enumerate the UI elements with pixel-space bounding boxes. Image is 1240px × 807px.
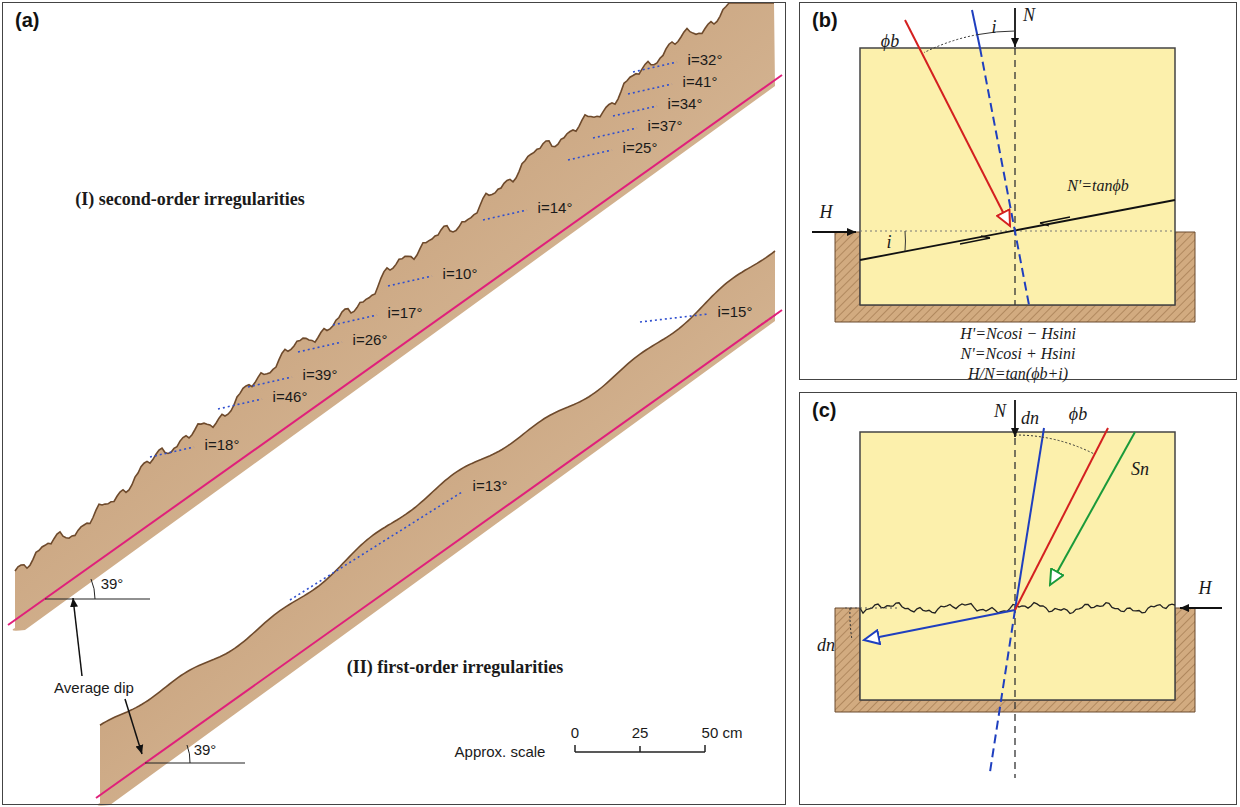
- angle-label: i=41°: [683, 74, 718, 91]
- formula: N'=Ncosi + Hsini: [961, 345, 1076, 363]
- angle-label: i=14°: [538, 200, 573, 217]
- angle-label: i=13°: [473, 478, 508, 495]
- force-symbol: N: [994, 402, 1006, 422]
- profile-title: (I) second-order irregularities: [75, 190, 304, 210]
- force-symbol: N: [1023, 6, 1035, 26]
- asperity-line: [568, 150, 612, 160]
- angle-label: i=26°: [353, 332, 388, 349]
- vector-symbol: Sn: [1131, 460, 1149, 480]
- angle-symbol: i: [991, 18, 996, 38]
- asperity-line: [218, 399, 262, 409]
- asperity-line: [633, 62, 677, 72]
- scale-number: 25: [632, 725, 649, 742]
- angle-label: i=46°: [273, 389, 308, 406]
- panel-letter: (a): [15, 9, 39, 32]
- angle-label: i=25°: [623, 140, 658, 157]
- scale-number: 0: [571, 725, 579, 742]
- angle-label: i=37°: [648, 118, 683, 135]
- panel-frame: (b): [799, 2, 1237, 380]
- joint-profile: [15, 3, 774, 571]
- asperity-line: [333, 315, 377, 325]
- angle-symbol: dn: [1021, 409, 1039, 429]
- angle-symbol: dn: [817, 636, 835, 656]
- angle-label: i=18°: [205, 437, 240, 454]
- note-label: Average dip: [54, 680, 134, 697]
- asperity-line: [298, 342, 342, 352]
- angle-symbol: i: [886, 233, 891, 253]
- profile-title: (II) first-order irregularities: [347, 658, 563, 678]
- scale-number: 50 cm: [702, 725, 743, 742]
- panel-frame: (c): [799, 392, 1237, 805]
- dip-angle: 39°: [194, 742, 217, 759]
- formula: H/N=tan(ϕb+i): [968, 365, 1068, 383]
- asperity-line: [388, 276, 432, 286]
- asperity-line: [628, 84, 672, 94]
- dip-angle: 39°: [101, 576, 124, 593]
- asperity-line: [248, 377, 292, 387]
- formula: H'=Ncosi − Hsini: [960, 325, 1076, 343]
- force-label: N'=tanϕb: [1067, 177, 1129, 195]
- angle-label: i=32°: [688, 52, 723, 69]
- force-symbol: H: [820, 203, 833, 223]
- asperity-line: [483, 210, 527, 220]
- scale-label: Approx. scale: [455, 744, 546, 761]
- panel-letter: (c): [812, 399, 836, 422]
- panel-letter: (b): [812, 9, 838, 32]
- asperity-line: [150, 447, 194, 457]
- angle-symbol: ϕb: [1069, 405, 1087, 425]
- force-symbol: H: [1199, 579, 1212, 599]
- angle-label: i=10°: [443, 266, 478, 283]
- angle-label: i=39°: [303, 367, 338, 384]
- angle-label: i=15°: [718, 304, 753, 321]
- rock-mass: [98, 251, 775, 806]
- angle-symbol: ϕb: [881, 32, 899, 52]
- angle-label: i=34°: [668, 96, 703, 113]
- asperity-line: [593, 128, 637, 138]
- angle-label: i=17°: [388, 305, 423, 322]
- asperity-line: [613, 106, 657, 116]
